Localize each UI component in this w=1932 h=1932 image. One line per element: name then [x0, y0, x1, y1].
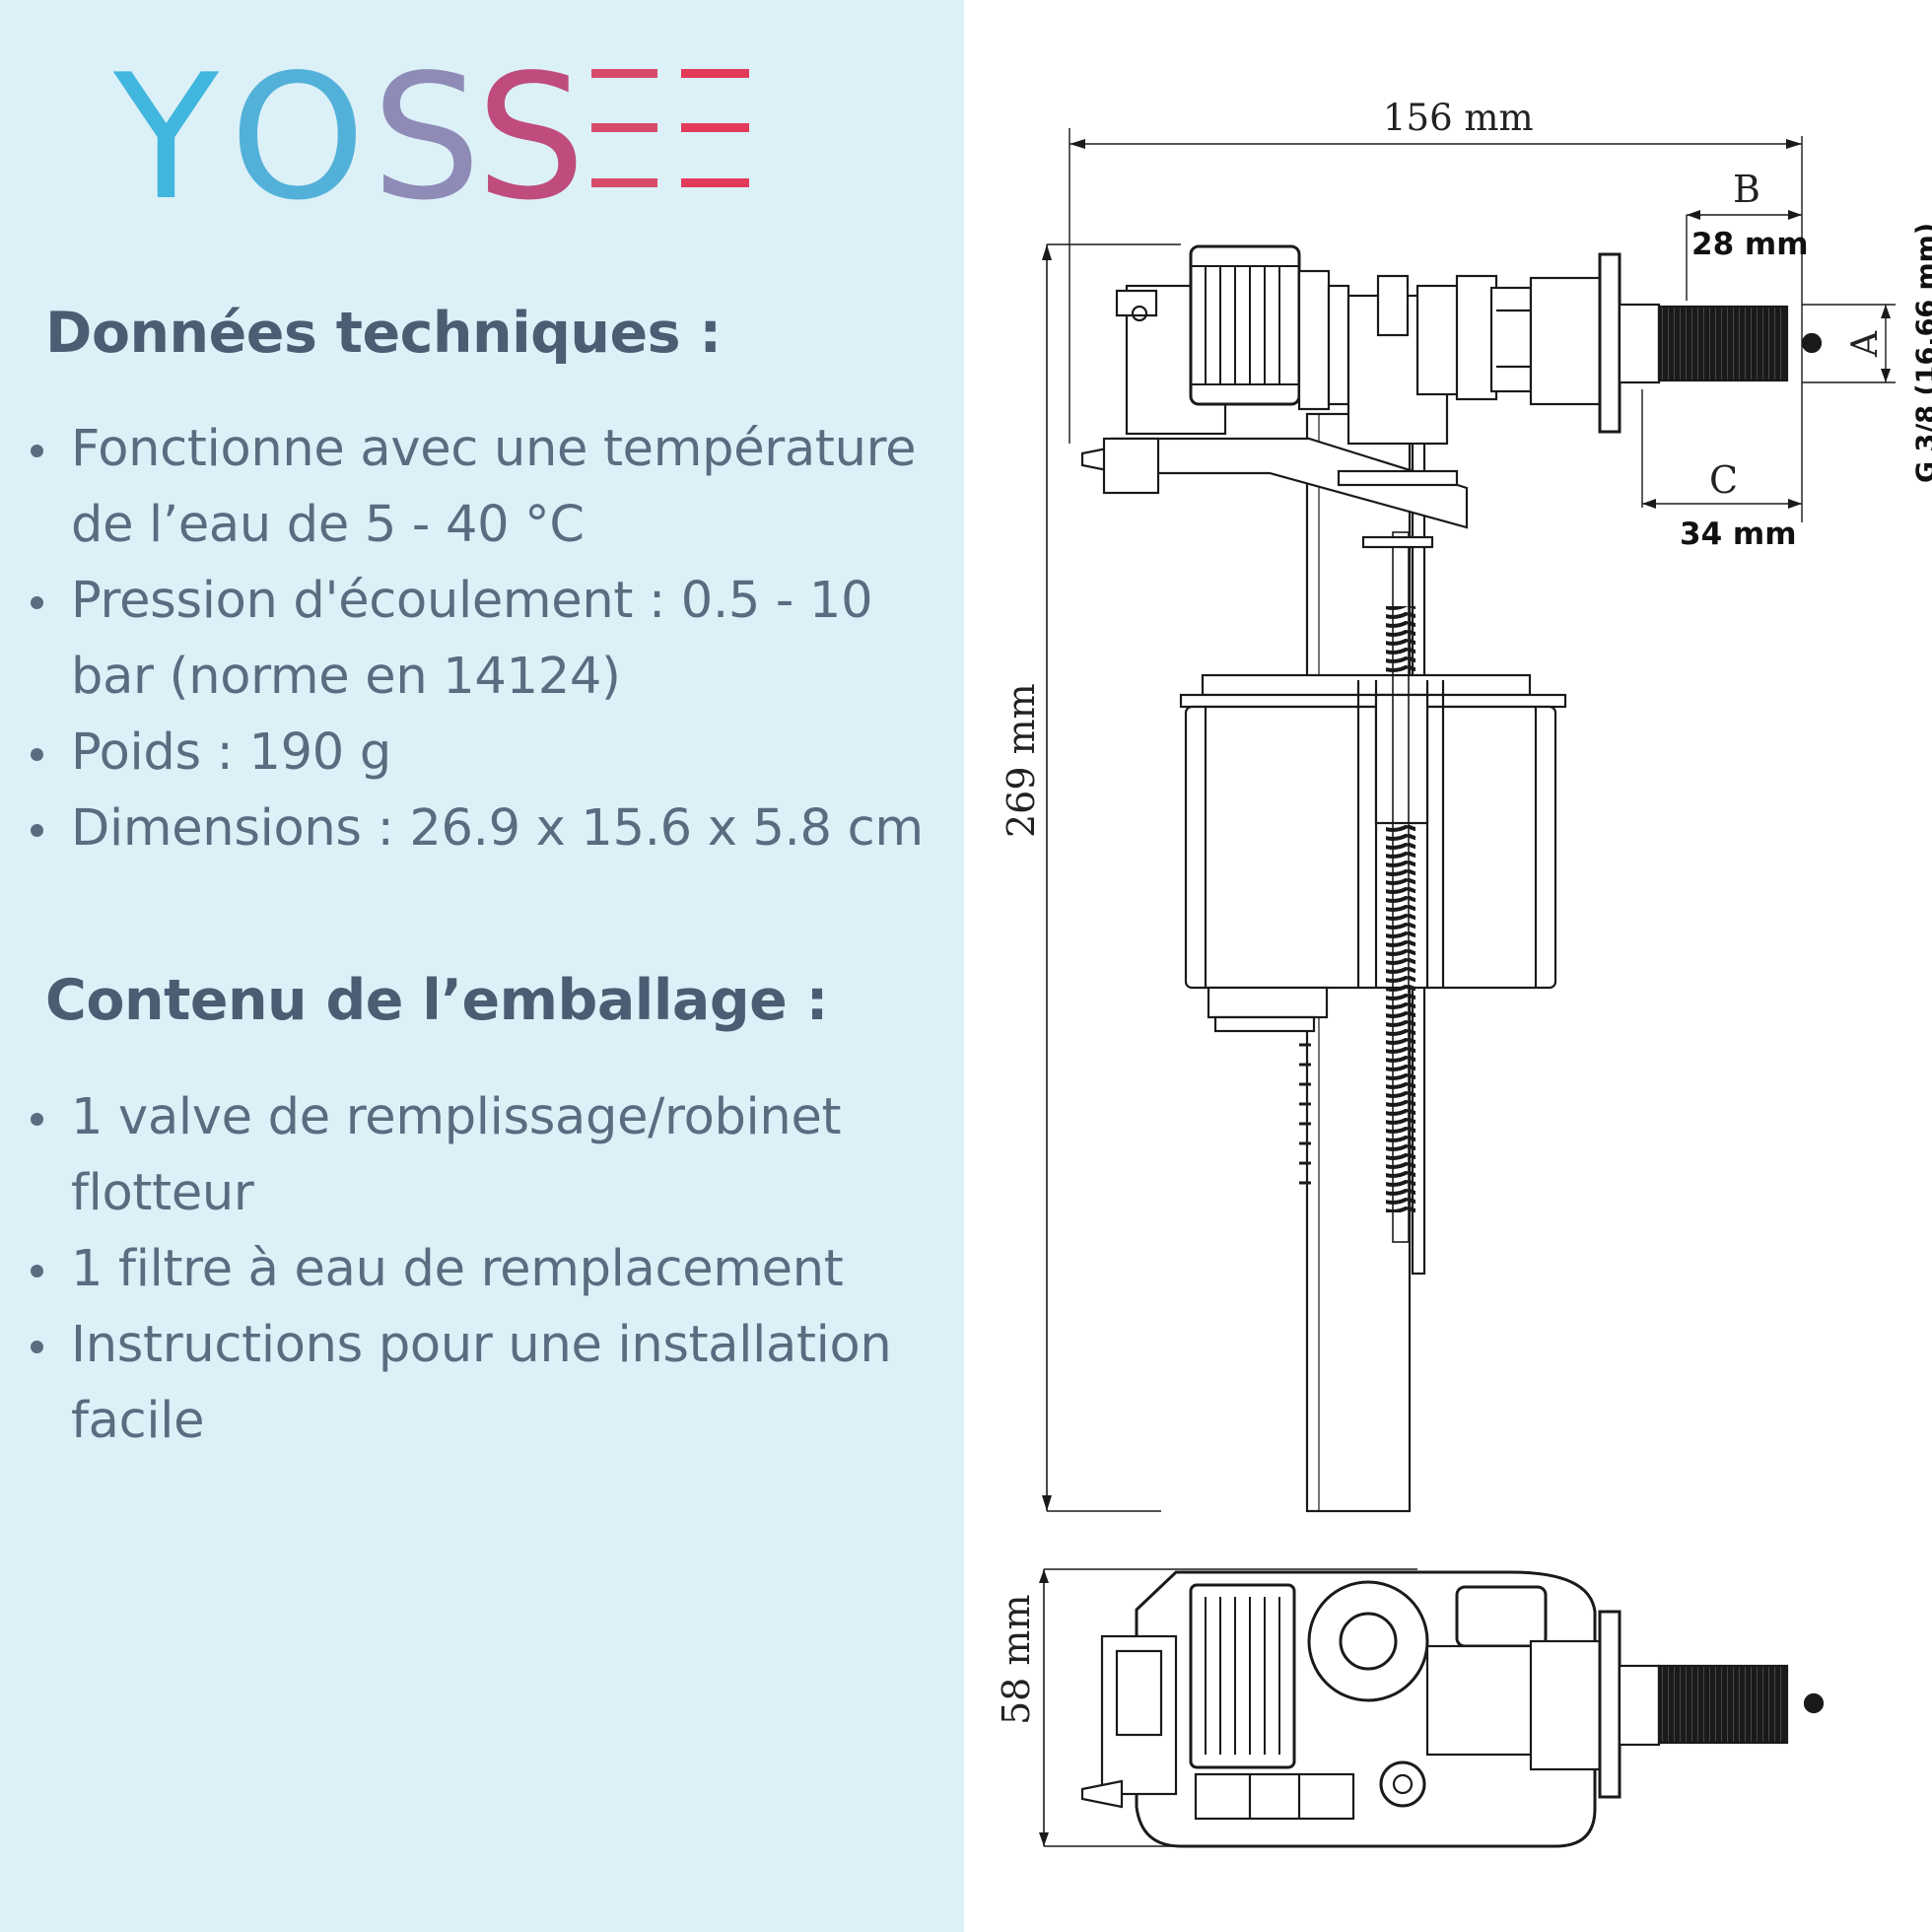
c-letter: C: [1709, 458, 1738, 502]
dimension-b: B 28 mm: [1686, 168, 1809, 301]
technical-item-dimensions: Dimensions : 26.9 x 15.6 x 5.8 cm: [28, 791, 959, 866]
technical-item-weight: Poids : 190 g: [28, 715, 959, 791]
dimension-width: 156 mm: [1069, 97, 1803, 522]
depth-label: 58 mm: [995, 1595, 1038, 1726]
technical-item-temperature: Fonctionne avec une température de l’eau…: [28, 411, 959, 563]
logo-e-bars-2: [681, 69, 749, 187]
dimension-c: C 34 mm: [1641, 389, 1802, 552]
a-letter: A: [1845, 330, 1886, 358]
b-letter: B: [1733, 168, 1760, 211]
package-item-filter: 1 filtre à eau de remplacement: [28, 1231, 959, 1307]
dimension-depth: 58 mm: [995, 1568, 1417, 1847]
package-item-instructions: Instructions pour une installation facil…: [28, 1307, 959, 1459]
c-value: 34 mm: [1680, 517, 1797, 552]
logo-letter-s1: S: [372, 54, 481, 212]
technical-drawing-panel: 156 mm B 28 mm C 34 mm A: [964, 0, 1932, 1932]
technical-item-pressure: Pression d'écoulement : 0.5 - 10 bar (no…: [28, 563, 959, 715]
fill-valve-technical-drawing: 156 mm B 28 mm C 34 mm A: [995, 97, 1932, 1848]
technical-list: Fonctionne avec une température de l’eau…: [28, 411, 959, 866]
logo-letter-s2: S: [476, 54, 586, 212]
logo-e-bars-1: [591, 69, 657, 187]
technical-heading: Données techniques :: [45, 301, 722, 366]
package-list: 1 valve de remplissage/robinet flotteur …: [28, 1079, 959, 1459]
dimension-height: 269 mm: [1000, 243, 1181, 1512]
valve-side-view: [1080, 244, 1823, 1513]
dimension-a: A G 3/8 (16.66 mm): [1802, 223, 1932, 483]
b-value: 28 mm: [1691, 227, 1809, 262]
width-label: 156 mm: [1383, 97, 1534, 139]
valve-top-view: [1080, 1570, 1825, 1848]
yossee-logo: Y O S S: [113, 54, 749, 212]
info-panel: Y O S S Données techniques : Fonctionne …: [0, 0, 964, 1932]
thread-label: G 3/8 (16.66 mm): [1911, 223, 1932, 483]
package-heading: Contenu de l’emballage :: [45, 968, 828, 1033]
height-label: 269 mm: [1000, 683, 1043, 838]
package-item-valve: 1 valve de remplissage/robinet flotteur: [28, 1079, 959, 1231]
logo-letter-o: O: [230, 54, 366, 212]
logo-letter-y: Y: [113, 54, 220, 212]
